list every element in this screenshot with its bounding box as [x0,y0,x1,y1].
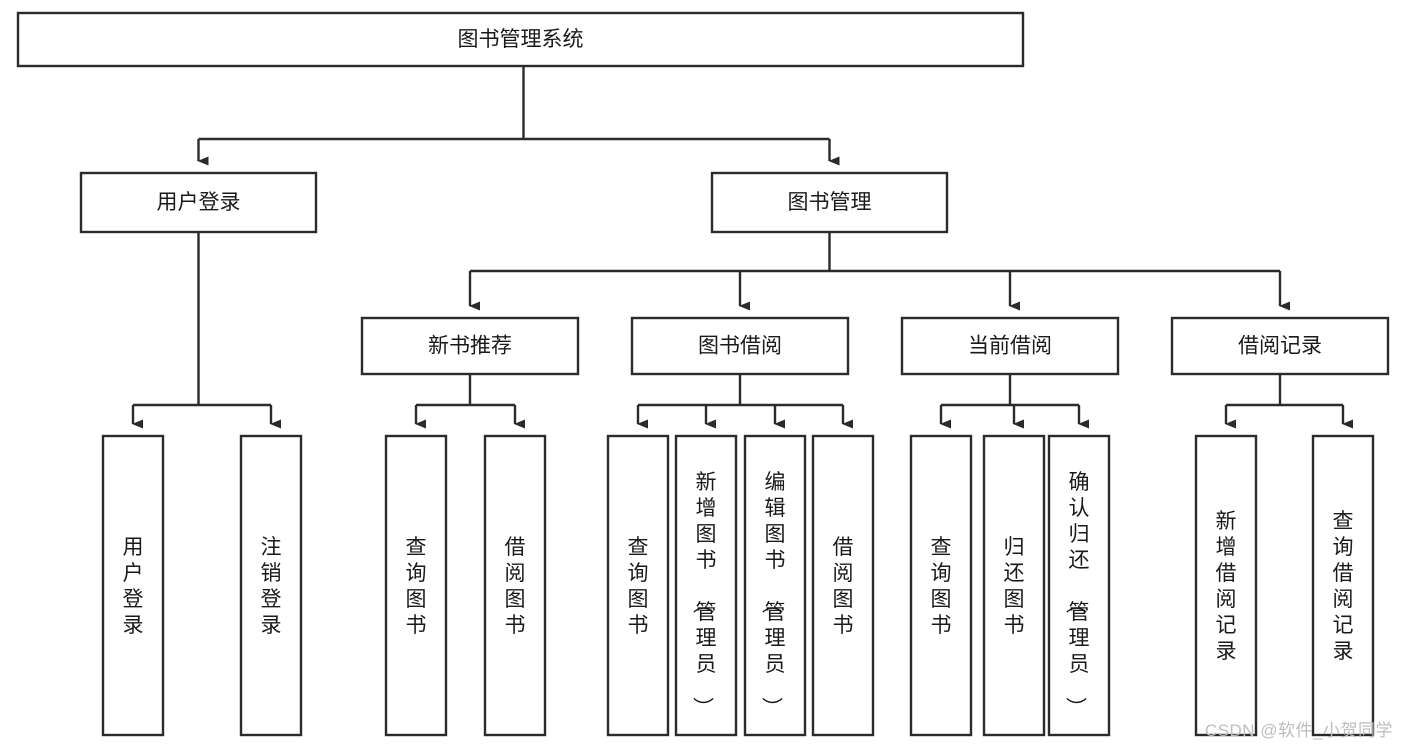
node-box-leaf-confirm-return[interactable] [1047,434,1111,737]
node-label-leaf-borrow-book-1: 借阅图书 [505,536,526,637]
node-user-login[interactable]: 用户登录 [79,171,318,234]
node-leaf-return-book[interactable]: 归还图书 [982,434,1046,737]
node-leaf-query-book-2[interactable]: 查询图书 [606,434,670,737]
nodes-layer: 图书管理系统用户登录图书管理新书推荐图书借阅当前借阅借阅记录用户登录注销登录查询… [16,11,1390,737]
node-new-book-recommend[interactable]: 新书推荐 [360,316,580,376]
node-box-leaf-query-borrow-record[interactable] [1311,434,1375,737]
connectors-layer [131,66,1353,429]
node-label-book-borrow: 图书借阅 [698,335,782,358]
node-label-leaf-edit-book: 编辑图书（管理员） [760,471,786,718]
node-box-new-book-recommend[interactable] [360,316,580,376]
node-leaf-logout-login[interactable]: 注销登录 [239,434,303,737]
node-box-user-login[interactable] [79,171,318,234]
node-book-manage[interactable]: 图书管理 [710,171,949,234]
node-box-leaf-query-book-1[interactable] [384,434,448,737]
node-label-user-login: 用户登录 [157,191,241,214]
node-box-borrow-record[interactable] [1170,316,1390,376]
node-label-root: 图书管理系统 [458,28,584,51]
node-box-root[interactable] [16,11,1025,68]
node-label-leaf-add-book: 新增图书（管理员） [691,471,717,718]
node-leaf-add-book[interactable]: 新增图书（管理员） [674,434,738,737]
node-root[interactable]: 图书管理系统 [16,11,1025,68]
node-leaf-borrow-book-2[interactable]: 借阅图书 [811,434,875,737]
node-box-leaf-query-book-3[interactable] [909,434,973,737]
node-borrow-record[interactable]: 借阅记录 [1170,316,1390,376]
node-leaf-edit-book[interactable]: 编辑图书（管理员） [743,434,807,737]
node-label-leaf-borrow-book-2: 借阅图书 [833,536,854,637]
node-leaf-query-borrow-record[interactable]: 查询借阅记录 [1311,434,1375,737]
node-label-leaf-query-borrow-record: 查询借阅记录 [1333,510,1354,663]
node-leaf-user-login[interactable]: 用户登录 [101,434,165,737]
node-box-leaf-add-borrow-record[interactable] [1194,434,1258,737]
node-leaf-query-book-3[interactable]: 查询图书 [909,434,973,737]
node-book-borrow[interactable]: 图书借阅 [630,316,850,376]
node-leaf-confirm-return[interactable]: 确认归还（管理员） [1047,434,1111,737]
node-label-leaf-query-book-2: 查询图书 [628,536,649,637]
node-label-leaf-logout-login: 注销登录 [261,536,282,637]
node-label-book-manage: 图书管理 [788,191,872,214]
node-box-leaf-query-book-2[interactable] [606,434,670,737]
node-current-borrow[interactable]: 当前借阅 [900,316,1120,376]
node-label-leaf-confirm-return: 确认归还（管理员） [1064,471,1090,718]
node-box-leaf-logout-login[interactable] [239,434,303,737]
node-leaf-borrow-book-1[interactable]: 借阅图书 [483,434,547,737]
node-box-leaf-user-login[interactable] [101,434,165,737]
node-label-leaf-user-login: 用户登录 [123,536,144,637]
node-leaf-query-book-1[interactable]: 查询图书 [384,434,448,737]
node-box-leaf-edit-book[interactable] [743,434,807,737]
node-box-book-manage[interactable] [710,171,949,234]
node-box-leaf-return-book[interactable] [982,434,1046,737]
node-box-current-borrow[interactable] [900,316,1120,376]
node-label-new-book-recommend: 新书推荐 [428,335,512,358]
node-box-leaf-add-book[interactable] [674,434,738,737]
node-label-leaf-query-book-3: 查询图书 [931,536,952,637]
node-leaf-add-borrow-record[interactable]: 新增借阅记录 [1194,434,1258,737]
node-label-leaf-add-borrow-record: 新增借阅记录 [1216,510,1237,663]
node-label-leaf-return-book: 归还图书 [1004,536,1025,637]
node-box-book-borrow[interactable] [630,316,850,376]
node-label-current-borrow: 当前借阅 [968,335,1052,358]
node-box-leaf-borrow-book-2[interactable] [811,434,875,737]
node-label-borrow-record: 借阅记录 [1238,335,1322,358]
node-label-leaf-query-book-1: 查询图书 [406,536,427,637]
watermark-label: CSDN @软件_小贺同学 [1204,721,1393,740]
node-box-leaf-borrow-book-1[interactable] [483,434,547,737]
